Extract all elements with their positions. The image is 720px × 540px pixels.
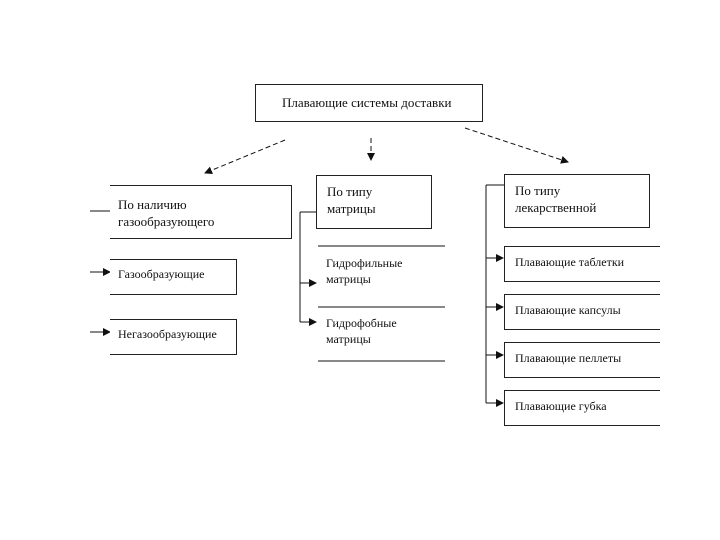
item-label-floating-pellets: Плавающие пеллеты xyxy=(515,351,622,365)
category-box-matrix: По типу матрицы xyxy=(316,175,432,229)
category-label-gas: По наличию газообразующего xyxy=(118,197,215,229)
item-box-floating-sponge: Плавающие губка xyxy=(504,390,660,426)
category-label-drug-form: По типу лекарственной xyxy=(515,183,597,215)
root-box: Плавающие системы доставки xyxy=(255,84,483,122)
item-label-gas-forming: Газообразующие xyxy=(118,267,205,281)
item-label-floating-sponge: Плавающие губка xyxy=(515,399,607,413)
item-label-floating-tablets: Плавающие таблетки xyxy=(515,255,625,269)
root-label: Плавающие системы доставки xyxy=(282,95,452,110)
category-box-drug-form: По типу лекарственной xyxy=(504,174,650,228)
item-box-gas-forming: Газообразующие xyxy=(110,259,237,295)
item-label-non-gas-forming: Негазообразующие xyxy=(118,327,217,341)
item-label-hydrophilic: Гидрофильные матрицы xyxy=(326,256,403,286)
category-label-matrix: По типу матрицы xyxy=(327,184,376,216)
category-box-gas: По наличию газообразующего xyxy=(110,185,292,239)
item-box-non-gas-forming: Негазообразующие xyxy=(110,319,237,355)
item-label-hydrophobic: Гидрофобные матрицы xyxy=(326,316,397,346)
item-box-floating-pellets: Плавающие пеллеты xyxy=(504,342,660,378)
item-box-floating-capsules: Плавающие капсулы xyxy=(504,294,660,330)
arrow-root-to-category-1 xyxy=(204,139,286,175)
item-label-floating-capsules: Плавающие капсулы xyxy=(515,303,621,317)
item-box-floating-tablets: Плавающие таблетки xyxy=(504,246,660,282)
arrow-root-to-category-3 xyxy=(464,127,569,164)
